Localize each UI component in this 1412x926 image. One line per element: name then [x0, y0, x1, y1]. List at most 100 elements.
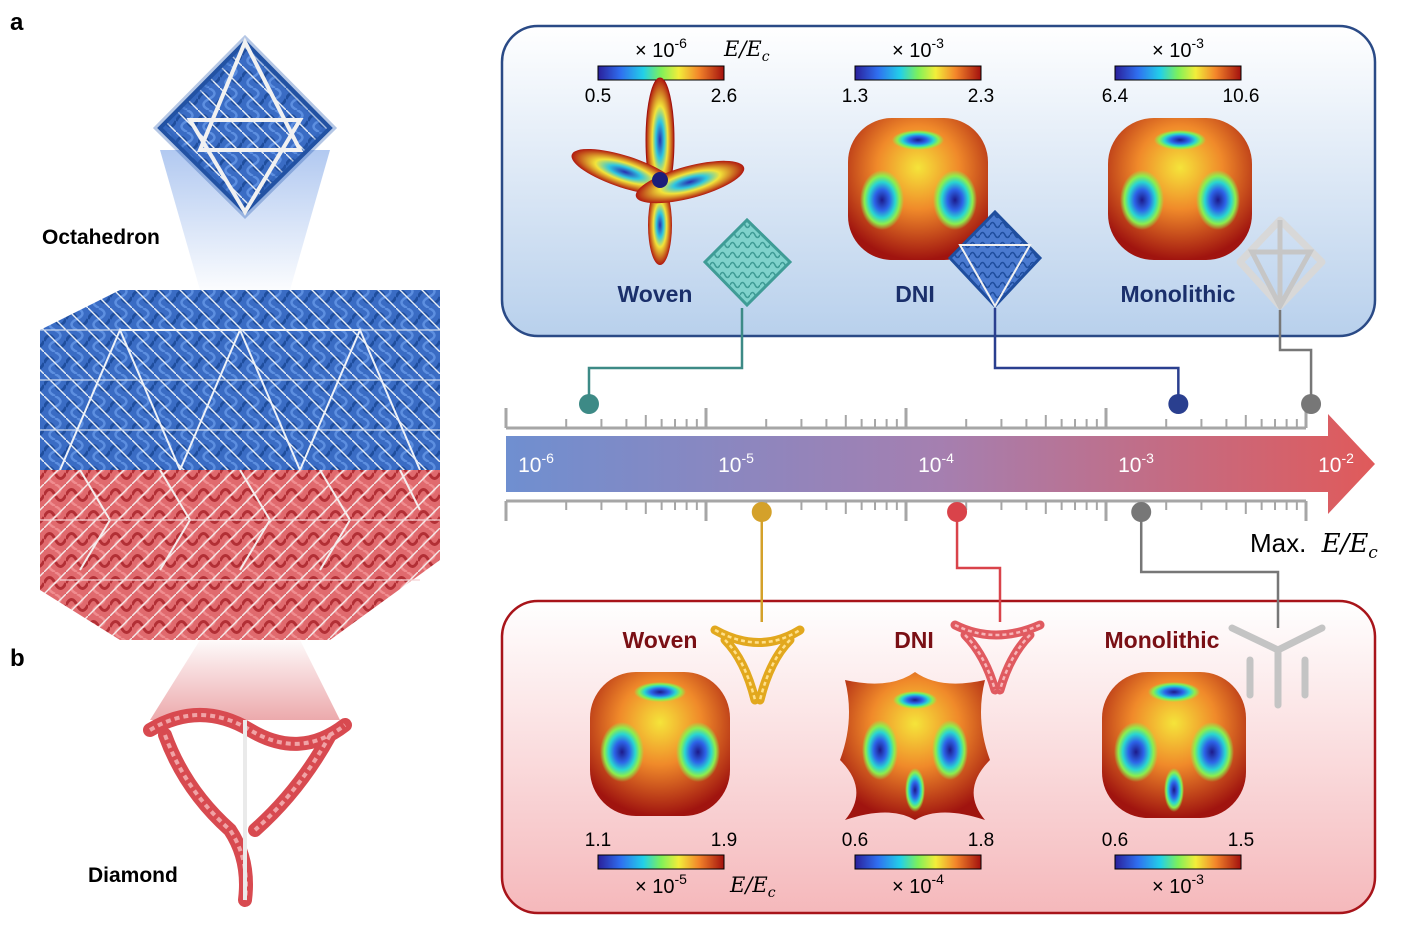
colorbar-scale: × 10-3 — [1152, 35, 1204, 62]
lattice-illustration: a b Octahedron — [10, 9, 440, 907]
octahedron-connector — [587, 308, 744, 404]
colorbar-min: 1.3 — [842, 86, 868, 107]
colorbar-max: 1.8 — [968, 830, 994, 851]
tick-label-base: 10 — [918, 454, 941, 477]
structure-name: Woven — [623, 627, 698, 653]
monolithic-octa-unit-icon — [1236, 216, 1326, 312]
axis-label-math: E/E — [1321, 529, 1369, 559]
colorbar-scale: × 10-5 — [635, 871, 687, 898]
octahedron-marker — [578, 394, 599, 414]
woven-diamond-unit-icon — [710, 625, 805, 705]
diamond-marker — [947, 502, 968, 522]
colorbar-symbol: E/Ec — [729, 873, 776, 901]
colorbar-symbol-text: E/E — [729, 873, 768, 897]
structure-name: Woven — [618, 281, 693, 307]
dni-octa-unit-icon — [947, 209, 1043, 309]
colorbar-max: 2.6 — [711, 86, 737, 107]
colorbar — [1114, 854, 1242, 870]
octahedron-connector — [1278, 310, 1313, 404]
octahedron-zoom-cone — [160, 150, 330, 290]
tick-label-base: 10 — [518, 454, 541, 477]
tick-label-exp: -4 — [941, 450, 954, 466]
colorbar-min: 1.1 — [585, 830, 611, 851]
tick-label-exp: -3 — [1141, 450, 1154, 466]
colorbar-max: 1.5 — [1228, 830, 1254, 851]
colorbar-scale-base: × 10 — [892, 40, 931, 62]
octahedron-connector — [993, 308, 1180, 404]
tick-label: 10-5 — [718, 450, 754, 477]
structure-name: DNI — [894, 627, 934, 653]
monolithic-diamond-surface — [1102, 672, 1246, 818]
colorbar-scale-base: × 10 — [1152, 876, 1191, 898]
colorbar-scale-exp: -5 — [675, 871, 688, 887]
woven-diamond-surface — [590, 672, 730, 816]
diamond-connector — [1139, 512, 1280, 628]
colorbar — [854, 854, 982, 870]
tick-label-base: 10 — [1118, 454, 1141, 477]
structure-name: Monolithic — [1105, 627, 1220, 653]
diamond-unit-cell — [143, 708, 352, 907]
colorbar — [854, 65, 982, 81]
colorbar-min: 0.6 — [842, 830, 868, 851]
colorbar-min: 0.6 — [1102, 830, 1128, 851]
axis-label: Max. E/Ec — [1250, 528, 1378, 563]
colorbar-scale: × 10-4 — [892, 871, 944, 898]
monolithic-octa-surface — [1108, 118, 1252, 260]
colorbar-scale: × 10-3 — [892, 35, 944, 62]
axis-arrow — [506, 414, 1375, 514]
colorbar-symbol-sub: c — [768, 885, 776, 901]
diamond-label: Diamond — [88, 864, 178, 887]
octahedron-lattice-block — [40, 290, 440, 471]
woven-octa-unit-icon — [702, 217, 793, 308]
diamond-connector — [955, 512, 1002, 622]
panel-label-b: b — [10, 645, 25, 672]
dni-octa-surface — [848, 118, 988, 260]
tick-label-base: 10 — [1318, 454, 1341, 477]
tick-label: 10-4 — [918, 450, 954, 477]
dni-diamond-unit-icon — [950, 620, 1045, 695]
diamond-zoom-cone — [150, 640, 340, 720]
colorbar-symbol-text: E/E — [723, 37, 762, 61]
tick-label-exp: -2 — [1341, 450, 1354, 466]
axis-label-prefix: Max. — [1250, 528, 1306, 558]
colorbar-scale: × 10-6 — [635, 35, 687, 62]
colorbar-symbol: E/Ec — [723, 37, 770, 65]
colorbar-max: 10.6 — [1223, 86, 1260, 107]
colorbar-max: 2.3 — [968, 86, 994, 107]
octahedron-label: Octahedron — [42, 226, 160, 249]
octahedron-unit-cell — [152, 34, 338, 220]
dni-diamond-surface — [840, 672, 990, 820]
colorbar-symbol-sub: c — [762, 49, 770, 65]
colorbar-scale-base: × 10 — [892, 876, 931, 898]
panel-label-a: a — [10, 9, 24, 36]
colorbar-scale-exp: -6 — [675, 35, 688, 51]
diamond-marker — [1131, 502, 1152, 522]
colorbar-min: 6.4 — [1102, 86, 1129, 107]
dni-diamond-item: × 10-4 0.6 1.8 DNI — [842, 627, 994, 898]
woven-octa-surface — [571, 77, 745, 265]
structure-name: DNI — [895, 281, 935, 307]
tick-label: 10-6 — [518, 450, 554, 477]
diamond-lattice-block — [40, 469, 440, 640]
colorbar-scale-exp: -3 — [932, 35, 945, 51]
colorbar-scale-exp: -4 — [932, 871, 945, 887]
diamond-marker — [751, 502, 772, 522]
tick-label-exp: -6 — [541, 450, 554, 466]
tick-label-base: 10 — [718, 454, 741, 477]
colorbar-scale-exp: -3 — [1192, 871, 1205, 887]
colorbar-min: 0.5 — [585, 86, 611, 107]
colorbar-scale-base: × 10 — [635, 40, 674, 62]
colorbar-scale-base: × 10 — [1152, 40, 1191, 62]
colorbar-scale-exp: -3 — [1192, 35, 1205, 51]
colorbar — [1114, 65, 1242, 81]
colorbar-scale-base: × 10 — [635, 876, 674, 898]
tick-label-exp: -5 — [741, 450, 754, 466]
